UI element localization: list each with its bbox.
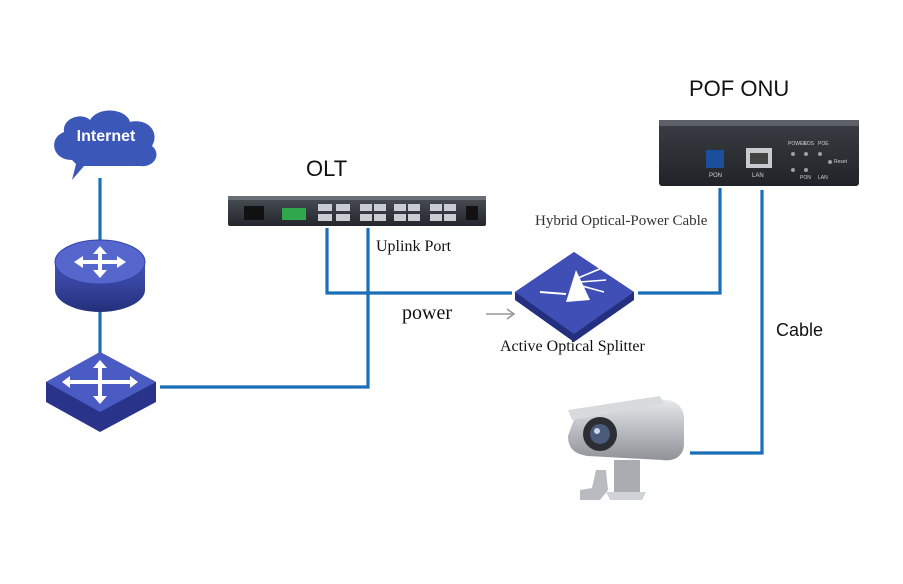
onu-indicator-pon: PON xyxy=(800,175,811,181)
cable-label: Cable xyxy=(776,320,824,340)
power-label: power xyxy=(402,302,452,324)
onu-indicator-los: LOS xyxy=(804,141,815,147)
onu-indicator-power: POWER xyxy=(788,141,807,147)
olt-device-icon xyxy=(228,196,486,226)
power-arrow-icon xyxy=(486,308,516,320)
router-icon xyxy=(54,239,146,312)
uplink-port-label: Uplink Port xyxy=(376,238,452,255)
olt-label: OLT xyxy=(306,156,348,181)
pof-onu-device-icon xyxy=(659,120,859,186)
onu-port-lan-label: LAN xyxy=(752,173,764,179)
onu-indicator-reset: Reset xyxy=(834,159,848,165)
active-splitter-label: Active Optical Splitter xyxy=(500,338,645,355)
olt-splitter-link xyxy=(325,228,512,295)
hybrid-cable-label: Hybrid Optical-Power Cable xyxy=(535,213,708,229)
splitter-onu-link xyxy=(638,188,722,295)
connection-lines xyxy=(98,178,764,455)
onu-camera-cable xyxy=(690,190,764,455)
internet-cloud-icon xyxy=(54,110,157,180)
cctv-camera-icon xyxy=(568,396,684,500)
switch-icon xyxy=(46,352,156,432)
internet-label: Internet xyxy=(76,128,136,145)
optical-splitter-icon xyxy=(515,252,634,342)
pof-onu-label: POF ONU xyxy=(689,76,790,101)
onu-indicator-poe: POE xyxy=(818,141,829,147)
onu-port-pon-label: PON xyxy=(709,173,723,179)
onu-indicator-lan: LAN xyxy=(818,175,828,181)
switch-olt-uplink xyxy=(160,228,370,389)
